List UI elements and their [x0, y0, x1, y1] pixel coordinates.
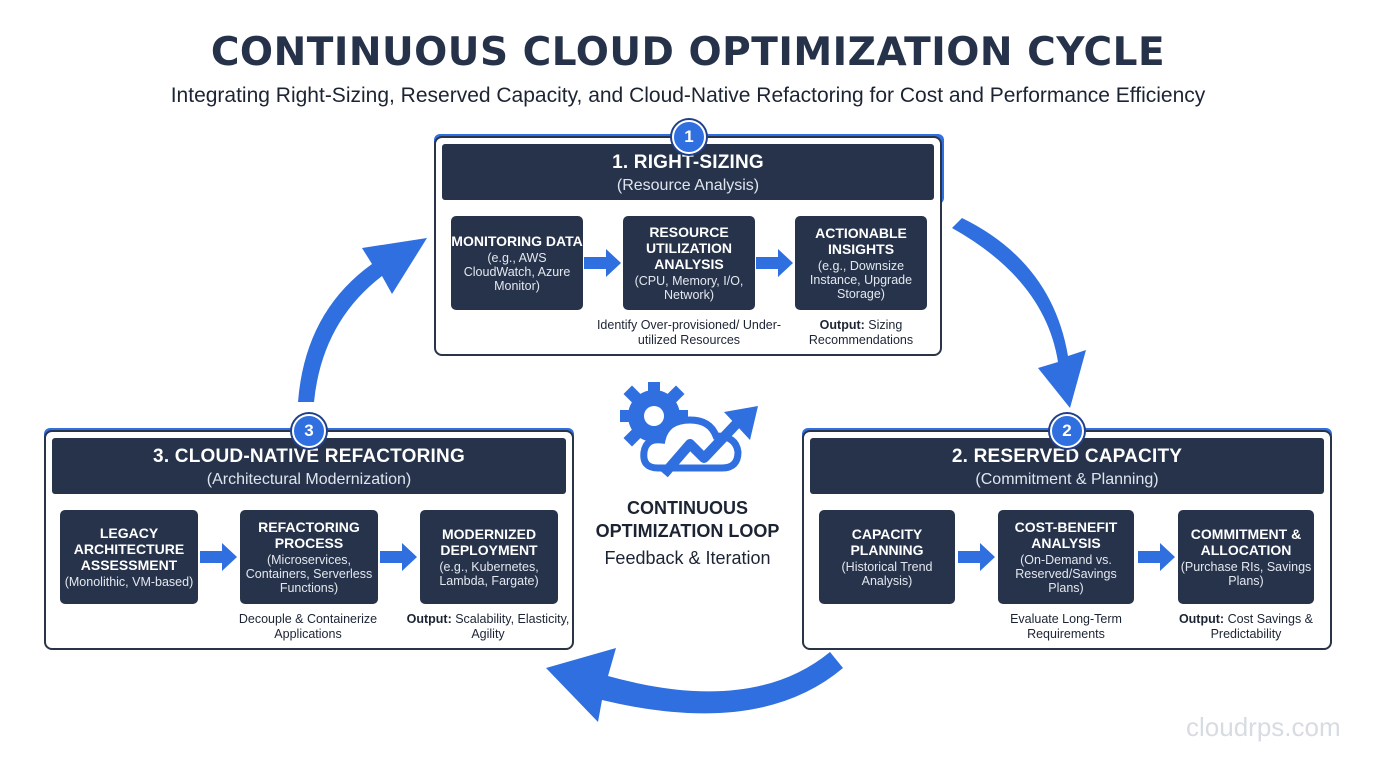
stage-3-box-refactoring: REFACTORING PROCESS (Microservices, Cont…	[240, 510, 378, 604]
box-detail: (Historical Trend Analysis)	[841, 560, 933, 588]
stage-1-output: Output: Sizing Recommendations	[766, 318, 956, 348]
box-detail: (CPU, Memory, I/O, Network)	[634, 274, 744, 302]
stage-1-box-utilization: RESOURCE UTILIZATION ANALYSIS (CPU, Memo…	[623, 216, 755, 310]
watermark: cloudrps.com	[1186, 712, 1341, 742]
stage-3-title: 3. CLOUD-NATIVE REFACTORING	[153, 446, 465, 467]
box-detail: (e.g., Downsize Instance, Upgrade Storag…	[809, 259, 913, 301]
flow-arrow-icon	[1138, 543, 1175, 571]
center-loop-subtitle: Feedback & Iteration	[604, 548, 771, 568]
output-text: Sizing Recommendations	[808, 318, 914, 347]
box-detail: (Monolithic, VM-based)	[64, 575, 194, 589]
box-detail: (Purchase RIs, Savings Plans)	[1180, 560, 1312, 588]
box-title: ACTIONABLE INSIGHTS	[815, 225, 907, 257]
stage-2-box-commitment: COMMITMENT & ALLOCATION (Purchase RIs, S…	[1178, 510, 1314, 604]
flow-arrow-icon	[958, 543, 995, 571]
box-detail: (On-Demand vs. Reserved/Savings Plans)	[1015, 553, 1117, 595]
output-label: Output:	[406, 612, 452, 626]
stage-2-subtitle: (Commitment & Planning)	[975, 471, 1159, 488]
stage-2-panel: 2. RESERVED CAPACITY (Commitment & Plann…	[802, 430, 1332, 650]
output-label: Output:	[819, 318, 865, 332]
flow-arrow-icon	[584, 249, 621, 277]
stage-2-box-costbenefit: COST-BENEFIT ANALYSIS (On-Demand vs. Res…	[998, 510, 1134, 604]
box-title: MODERNIZED DEPLOYMENT	[440, 526, 538, 558]
box-title: LEGACY ARCHITECTURE ASSESSMENT	[73, 525, 185, 573]
box-title: CAPACITY PLANNING	[850, 526, 924, 558]
box-title: REFACTORING PROCESS	[258, 519, 360, 551]
arrow-2-to-3	[546, 648, 843, 722]
stage-1-badge: 1	[672, 120, 706, 154]
output-text: Cost Savings & Predictability	[1210, 612, 1314, 641]
stage-3-badge: 3	[292, 414, 326, 448]
cloud-gear-growth-icon	[620, 382, 758, 478]
stage-3-output: Output: Scalability, Elasticity, Agility	[393, 612, 583, 642]
box-title: MONITORING DATA	[451, 233, 583, 249]
center-loop-title: CONTINUOUS OPTIMIZATION LOOP	[595, 498, 780, 541]
output-label: Output:	[1178, 612, 1225, 626]
output-text: Scalability, Elasticity, Agility	[455, 612, 570, 641]
stage-1-box-insights: ACTIONABLE INSIGHTS (e.g., Downsize Inst…	[795, 216, 927, 310]
stage-1-subtitle: (Resource Analysis)	[616, 177, 760, 194]
stage-1-panel: 1. RIGHT-SIZING (Resource Analysis) MONI…	[434, 136, 942, 356]
stage-2-badge: 2	[1050, 414, 1084, 448]
stage-1-box-monitoring: MONITORING DATA (e.g., AWS CloudWatch, A…	[451, 216, 583, 310]
stage-2-title: 2. RESERVED CAPACITY	[951, 446, 1183, 467]
box-detail: (e.g., Kubernetes, Lambda, Fargate)	[439, 560, 539, 588]
stage-3-panel: 3. CLOUD-NATIVE REFACTORING (Architectur…	[44, 430, 574, 650]
box-detail: (Microservices, Containers, Serverless F…	[245, 553, 373, 595]
stage-2-box-capacity: CAPACITY PLANNING (Historical Trend Anal…	[819, 510, 955, 604]
flow-arrow-icon	[200, 543, 237, 571]
stage-2-output: Output: Cost Savings & Predictability	[1151, 612, 1341, 642]
stage-2-note: Evaluate Long-Term Requirements	[1010, 612, 1122, 641]
page-title: CONTINUOUS CLOUD OPTIMIZATION CYCLE	[210, 30, 1166, 75]
box-detail: (e.g., AWS CloudWatch, Azure Monitor)	[463, 251, 571, 293]
stage-3-note: Decouple & Containerize Applications	[238, 612, 378, 641]
stage-3-box-legacy: LEGACY ARCHITECTURE ASSESSMENT (Monolith…	[60, 510, 198, 604]
box-title: RESOURCE UTILIZATION ANALYSIS	[645, 224, 733, 272]
box-title: COMMITMENT & ALLOCATION	[1190, 526, 1302, 558]
flow-arrow-icon	[380, 543, 417, 571]
arrow-1-to-2	[952, 218, 1086, 408]
stage-1-note: Identify Over-provisioned/ Under-utilize…	[596, 318, 782, 347]
box-title: COST-BENEFIT ANALYSIS	[1014, 519, 1118, 551]
arrow-3-to-1	[298, 238, 427, 402]
page-subtitle: Integrating Right-Sizing, Reserved Capac…	[170, 84, 1206, 107]
flow-arrow-icon	[756, 249, 793, 277]
stage-3-subtitle: (Architectural Modernization)	[206, 471, 412, 488]
stage-3-box-modernized: MODERNIZED DEPLOYMENT (e.g., Kubernetes,…	[420, 510, 558, 604]
stage-1-title: 1. RIGHT-SIZING	[612, 152, 764, 173]
